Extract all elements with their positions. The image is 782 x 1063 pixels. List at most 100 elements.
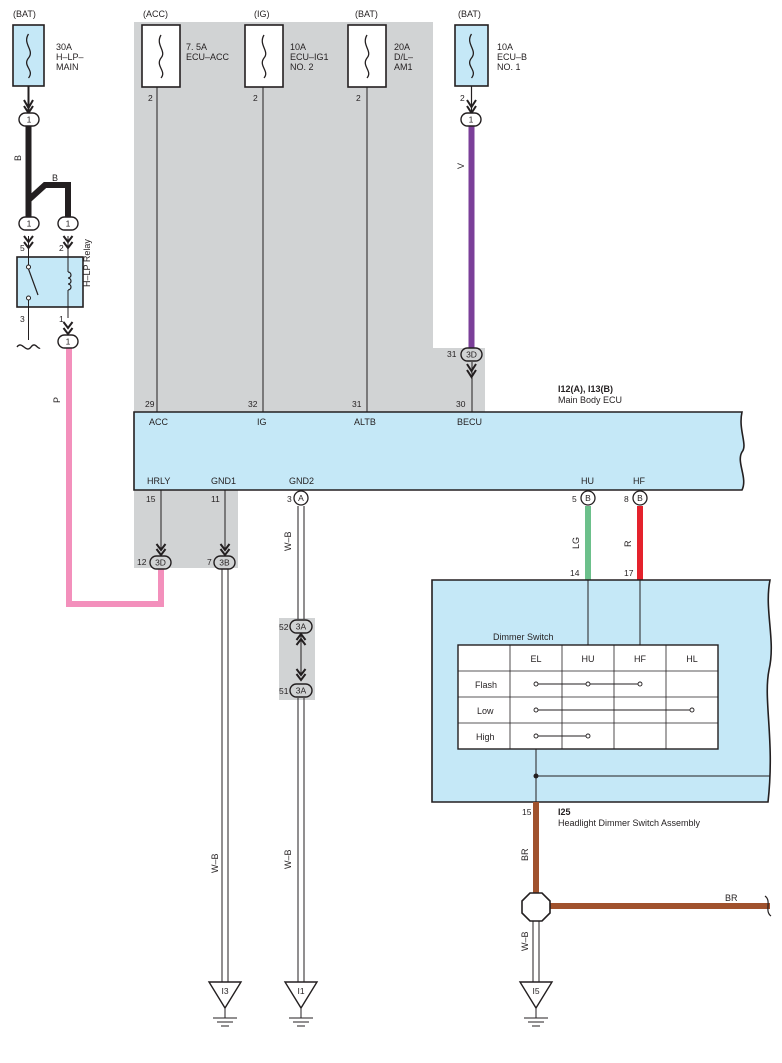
fuse-ecu-acc: (ACC) 7. 5A ECU–ACC 2 bbox=[141, 9, 230, 103]
pin-number: 5 bbox=[20, 243, 25, 253]
svg-text:B: B bbox=[585, 493, 591, 503]
switch-row-label: Flash bbox=[475, 680, 497, 690]
fuse-source-label: (ACC) bbox=[143, 9, 168, 19]
pin-number: 14 bbox=[570, 568, 580, 578]
pin-number: 29 bbox=[145, 399, 155, 409]
connector-3a-bottom: 3A bbox=[289, 683, 313, 698]
pin-b-hf-circle: B bbox=[632, 490, 648, 506]
switch-row-label: Low bbox=[477, 706, 494, 716]
ground-i5-icon: I5 bbox=[518, 981, 554, 1027]
wire-color-label: B bbox=[52, 173, 58, 183]
fuse-icon bbox=[158, 34, 164, 79]
terminal-label: ACC bbox=[149, 417, 169, 427]
ecub-circuit: V 31 bbox=[447, 86, 477, 379]
wire-color-label: P bbox=[52, 397, 62, 403]
pin-number: 3 bbox=[20, 314, 25, 324]
terminal-label: ALTB bbox=[354, 417, 376, 427]
svg-text:I1: I1 bbox=[297, 986, 304, 996]
fuse-source-label: (BAT) bbox=[355, 9, 378, 19]
connectors: 1 1 1 1 1 3D 3D 3B 3A 3A A B B bbox=[18, 112, 648, 698]
switch-name: Headlight Dimmer Switch Assembly bbox=[558, 818, 701, 828]
connector-1-ecub: 1 bbox=[460, 112, 482, 127]
pin-number: 2 bbox=[148, 93, 153, 103]
pin-number: 15 bbox=[522, 807, 532, 817]
wire-color-label: R bbox=[623, 540, 633, 547]
fuse-name-2: NO. 2 bbox=[290, 62, 314, 72]
connector-3d-top: 3D bbox=[460, 347, 483, 362]
pin-number: 8 bbox=[624, 494, 629, 504]
fuse-name-2: NO. 1 bbox=[497, 62, 521, 72]
fuse-rating: 20A bbox=[394, 42, 410, 52]
fuse-name: ECU–B bbox=[497, 52, 527, 62]
svg-text:1: 1 bbox=[66, 219, 71, 229]
pin-number: 31 bbox=[352, 399, 362, 409]
main-body-ecu: I12(A), I13(B) Main Body ECU 29 ACC 32 I… bbox=[133, 384, 745, 504]
pin-number: 5 bbox=[572, 494, 577, 504]
pin-number: 2 bbox=[253, 93, 258, 103]
shaded-regions bbox=[134, 22, 485, 700]
pin-number: 3 bbox=[287, 494, 292, 504]
connector-3d-bottom: 3D bbox=[149, 555, 172, 570]
pin-number: 31 bbox=[447, 349, 457, 359]
fuse-icon bbox=[469, 33, 474, 79]
fuse-source-label: (IG) bbox=[254, 9, 270, 19]
wire-wb bbox=[221, 568, 229, 982]
pin-number: 52 bbox=[279, 622, 289, 632]
ecu-lower-wires: P 12 7 W–B W–B 52 51 W–B LG R bbox=[52, 348, 643, 982]
fuse-rating: 30A bbox=[56, 42, 72, 52]
switch-column-header: EL bbox=[530, 654, 541, 664]
fuse-source-label: (BAT) bbox=[13, 9, 36, 19]
grounds: I3 I1 I5 bbox=[207, 981, 554, 1027]
fuse-icon bbox=[364, 34, 370, 79]
ground-splice: BR BR W–B bbox=[520, 802, 772, 982]
relay-coil-icon bbox=[67, 271, 72, 291]
terminal-label: GND2 bbox=[289, 476, 314, 486]
switch-column-header: HL bbox=[686, 654, 698, 664]
svg-text:3B: 3B bbox=[219, 558, 230, 568]
connector-1-relay-out: 1 bbox=[57, 334, 79, 349]
svg-text:I3: I3 bbox=[221, 986, 228, 996]
fuse-source-label: (BAT) bbox=[458, 9, 481, 19]
connector-1-relay-b: 1 bbox=[57, 216, 79, 231]
svg-text:3D: 3D bbox=[466, 350, 477, 360]
connector-3b: 3B bbox=[213, 555, 236, 570]
svg-text:3A: 3A bbox=[296, 686, 307, 696]
pin-number: 1 bbox=[59, 314, 64, 324]
fuse-rating: 10A bbox=[497, 42, 513, 52]
fuse-ecu-b-no1: (BAT) 10A ECU–B NO. 1 2 bbox=[454, 9, 527, 103]
wire-color-label: W–B bbox=[210, 853, 220, 873]
fuse-rating: 7. 5A bbox=[186, 42, 207, 52]
pin-number: 2 bbox=[356, 93, 361, 103]
fuse-ecu-ig1-no2: (IG) 10A ECU–IG1 NO. 2 2 bbox=[244, 9, 329, 103]
splice-icon bbox=[521, 892, 551, 922]
svg-text:I5: I5 bbox=[532, 986, 539, 996]
pin-number: 30 bbox=[456, 399, 466, 409]
fuse-name-2: AM1 bbox=[394, 62, 413, 72]
pin-a-circle: A bbox=[293, 490, 309, 506]
wire-color-label: W–B bbox=[520, 931, 530, 951]
ecu-code: I12(A), I13(B) bbox=[558, 384, 613, 394]
svg-text:1: 1 bbox=[469, 115, 474, 125]
ground-i1-icon: I1 bbox=[283, 981, 319, 1027]
svg-text:1: 1 bbox=[66, 337, 71, 347]
connector-1-relay-a: 1 bbox=[18, 216, 40, 231]
tilde-icon bbox=[16, 344, 41, 350]
fuse-name-2: MAIN bbox=[56, 62, 79, 72]
fuse-hlp-main: (BAT) 30A H–LP– MAIN bbox=[12, 9, 84, 87]
switch-continuity-marks bbox=[533, 681, 695, 739]
ground-i3-icon: I3 bbox=[207, 981, 243, 1027]
pin-number: 15 bbox=[146, 494, 156, 504]
terminal-label: IG bbox=[257, 417, 267, 427]
wire-color-label: W–B bbox=[283, 849, 293, 869]
fuse-name: ECU–IG1 bbox=[290, 52, 329, 62]
wire-color-label: BR bbox=[520, 848, 530, 861]
switch-code: I25 bbox=[558, 807, 571, 817]
fuse-name: D/L– bbox=[394, 52, 413, 62]
wire-color-label: BR bbox=[725, 893, 738, 903]
wire-color-label: LG bbox=[571, 537, 581, 549]
switch-column-header: HU bbox=[582, 654, 595, 664]
wire-color-label: V bbox=[456, 163, 466, 169]
fuse-name: ECU–ACC bbox=[186, 52, 230, 62]
pin-number: 2 bbox=[460, 93, 465, 103]
